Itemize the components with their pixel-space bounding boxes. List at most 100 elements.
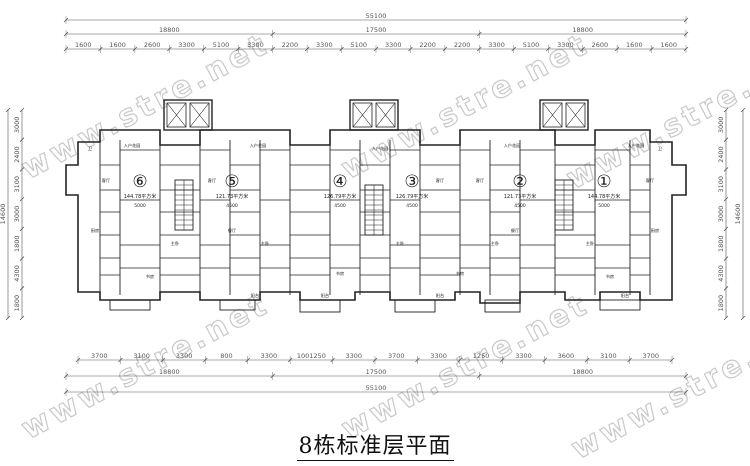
elevator-shaft [375,102,396,128]
dimension-tick [19,107,25,113]
room-label: 书房 [456,270,464,277]
watermark-text: www.stre.net [16,287,276,447]
balcony [484,299,521,313]
unit-area: 144.78平方米 [588,193,621,200]
dimension-label: 3100 [133,352,150,360]
room-label: 厨房 [651,227,659,234]
unit-labels: 入户花园入户花园入户花园入户花园入户花园卫卫客厅客厅客厅客厅客厅主卧主卧主卧主卧… [88,142,662,299]
dimension-label: 1250 [473,352,490,360]
unit-number: ⑤ [224,172,239,192]
dimension-label: 3300 [178,41,195,49]
unit-area: 144.78平方米 [124,193,157,200]
room-label: 餐厅 [228,227,236,234]
unit-dim: 4500 [226,203,238,209]
dimension-tick [5,315,11,321]
room-label: 书房 [336,270,344,277]
room-label: 阳台 [251,292,259,299]
dimension-label: 14600 [0,204,7,225]
elevator-shaft [166,102,187,128]
dimension-label: 1800 [717,295,725,312]
dimension-label: 17500 [366,26,387,34]
dimension-label: 800 [220,352,232,360]
dimension-label: 3300 [488,41,505,49]
dimension-label: 3300 [247,41,264,49]
dimension-label: 5100 [523,41,540,49]
dimension-tick [5,107,11,113]
room-label: 入户花园 [628,142,645,149]
room-label: 入户花园 [250,142,267,149]
elevator-shaft [352,102,373,128]
dimension-tick [723,226,729,232]
dimension-label: 2400 [717,146,725,163]
shaft-cross [375,102,396,128]
dimension-tick [740,315,746,321]
dimension-label: 3100 [600,352,617,360]
dimension-tick [19,256,25,261]
room-label: 餐厅 [511,227,519,234]
dimension-label: 3700 [91,352,108,360]
dimension-label: 3000 [13,206,21,223]
dimension-label: 5100 [351,41,368,49]
dimension-tick [19,137,25,142]
unit-number: ② [512,172,527,192]
unit-dim: 4500 [334,203,346,209]
dimension-tick [723,107,729,113]
shaft-cross [166,102,187,128]
dimension-label: 1600 [661,41,678,49]
dimension-label: 2200 [282,41,299,49]
dimension-label: 3700 [388,352,405,360]
unit-number: ① [596,172,611,192]
unit-dim: 4500 [406,203,418,209]
shaft-cross [189,102,210,128]
room-label: 客厅 [646,177,654,184]
elevator-shaft [565,102,586,128]
dimension-tick [723,167,729,172]
dimension-label: 4300 [13,265,21,282]
dimension-label: 3000 [717,117,725,134]
elevator-core [163,99,213,131]
dimension-label: 3000 [13,117,21,134]
unit-area: 121.73平方米 [504,193,537,200]
dimension-label: 3300 [557,41,574,49]
dimension-label: 3300 [261,352,278,360]
dimension-label: 18800 [572,26,593,34]
dimension-label: 1600 [626,41,643,49]
room-label: 客厅 [436,177,444,184]
dimension-label: 1600 [75,41,92,49]
room-label: 主卧 [586,240,594,247]
dimension-label: 3000 [717,206,725,223]
dimension-label: 14600 [734,204,742,225]
dimension-label: 3300 [176,352,193,360]
dimension-label: 1800 [13,235,21,252]
balcony [219,299,256,311]
balcony [394,299,436,313]
dimension-label: 3300 [430,352,447,360]
dimension-label: 3700 [643,352,660,360]
unit-area: 121.73平方米 [216,193,249,200]
shaft-cross [565,102,586,128]
room-label: 卫 [658,146,662,151]
dimension-tick [19,196,25,202]
room-label: 客厅 [476,177,484,184]
dimension-label: 18800 [159,26,180,34]
dimension-tick [19,286,25,291]
dimension-label: 2600 [144,41,161,49]
dimension-tick [723,256,729,261]
dimension-tick [723,286,729,291]
dimension-label: 2200 [454,41,471,49]
dimension-tick [19,167,25,172]
room-label: 阳台 [321,292,329,299]
room-label: 客厅 [102,177,110,184]
room-label: 主卧 [261,240,269,247]
dimension-label: 3300 [346,352,363,360]
plan-walls [65,99,687,313]
balcony [599,299,641,311]
